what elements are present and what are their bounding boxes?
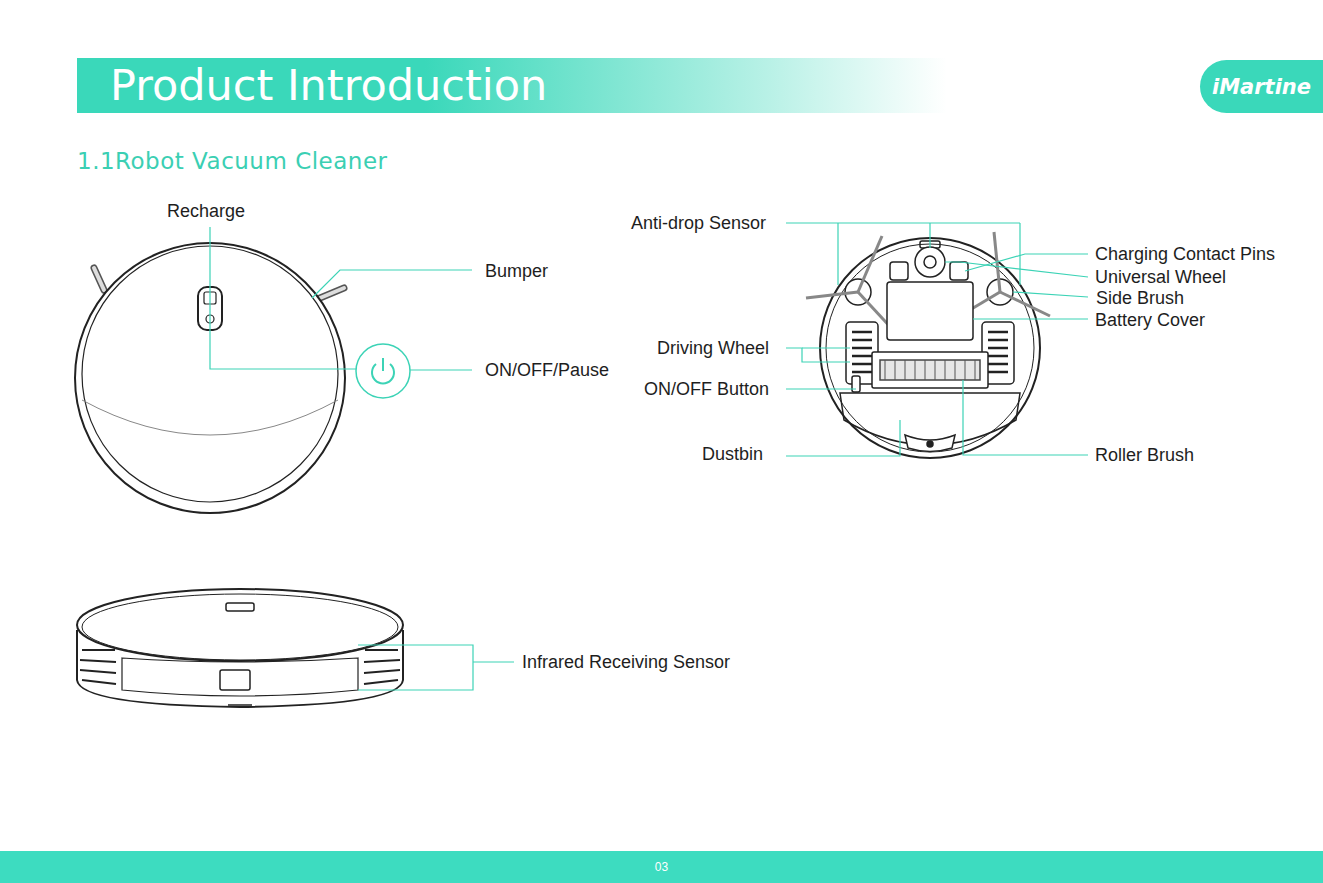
side-view [77,589,403,707]
part-label: Infrared Receiving Sensor [522,651,730,673]
part-label: ON/OFF Button [644,378,769,400]
part-label: Battery Cover [1095,309,1205,331]
part-label: ON/OFF/Pause [485,359,609,381]
page-title: Product Introduction [110,58,547,113]
part-label: Roller Brush [1095,444,1194,466]
part-label: Dustbin [702,443,763,465]
footer-band: 03 [0,851,1323,883]
part-label: Recharge [167,200,245,222]
node-text: 03 [655,860,668,874]
part-label: Universal Wheel [1095,266,1226,288]
bottom-view [806,232,1050,458]
part-label: Anti-drop Sensor [631,212,766,234]
part-label: Side Brush [1096,287,1184,309]
part-label: Bumper [485,260,548,282]
part-label: Charging Contact Pins [1095,243,1275,265]
section-heading: 1.1Robot Vacuum Cleaner [77,146,388,176]
leader-lines [210,227,472,370]
node-text: iMartine [1212,75,1311,99]
part-label: Driving Wheel [657,337,769,359]
brand-logo: iMartine [1200,60,1323,113]
